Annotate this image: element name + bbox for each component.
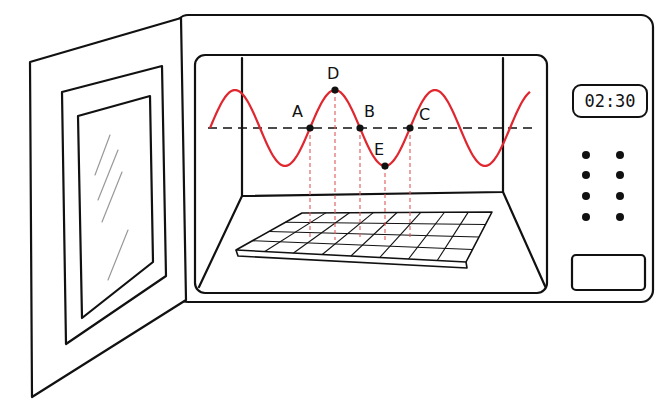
glass-hatch	[102, 172, 122, 222]
keypad-button	[582, 192, 590, 200]
chocolate-groove	[269, 232, 479, 238]
oven-body	[176, 15, 653, 302]
keypad-button	[582, 151, 590, 159]
keypad-button	[616, 213, 624, 221]
wave-point	[356, 124, 363, 131]
door-window	[78, 96, 153, 318]
chocolate-bar-edge	[236, 250, 467, 268]
glass-hatch	[108, 230, 128, 280]
wave-point	[306, 124, 313, 131]
axis-line	[208, 127, 534, 129]
cavity-back-wall	[242, 58, 503, 196]
point-label: A	[292, 104, 303, 120]
keypad-button	[616, 171, 624, 179]
standing-wave	[210, 90, 530, 166]
wave-point	[406, 124, 413, 131]
projection-line	[384, 166, 385, 240]
glass-hatch	[98, 150, 118, 200]
point-label: B	[364, 104, 375, 120]
chocolate-groove	[253, 241, 473, 250]
projection-line	[409, 128, 410, 240]
chocolate-bar	[236, 212, 492, 262]
timer-display: 02:30	[572, 84, 648, 118]
point-label: D	[327, 66, 339, 82]
timer-readout: 02:30	[584, 91, 635, 111]
cavity-floor-edge	[199, 196, 242, 287]
wave-point	[331, 86, 338, 93]
point-label: E	[374, 142, 384, 158]
wave-point	[381, 162, 388, 169]
keypad-button	[582, 213, 590, 221]
keypad-button	[582, 171, 590, 179]
door-frame	[62, 66, 166, 344]
cavity-floor-edge	[503, 192, 545, 286]
projection-line	[359, 128, 360, 240]
point-label: C	[419, 107, 430, 123]
projection-line	[334, 90, 335, 240]
keypad-button	[616, 192, 624, 200]
glass-hatch	[95, 135, 110, 175]
keypad-button	[616, 151, 624, 159]
oven-cavity	[195, 55, 547, 293]
door-release-button	[572, 255, 645, 290]
oven-door	[30, 18, 186, 397]
projection-line	[309, 128, 310, 240]
